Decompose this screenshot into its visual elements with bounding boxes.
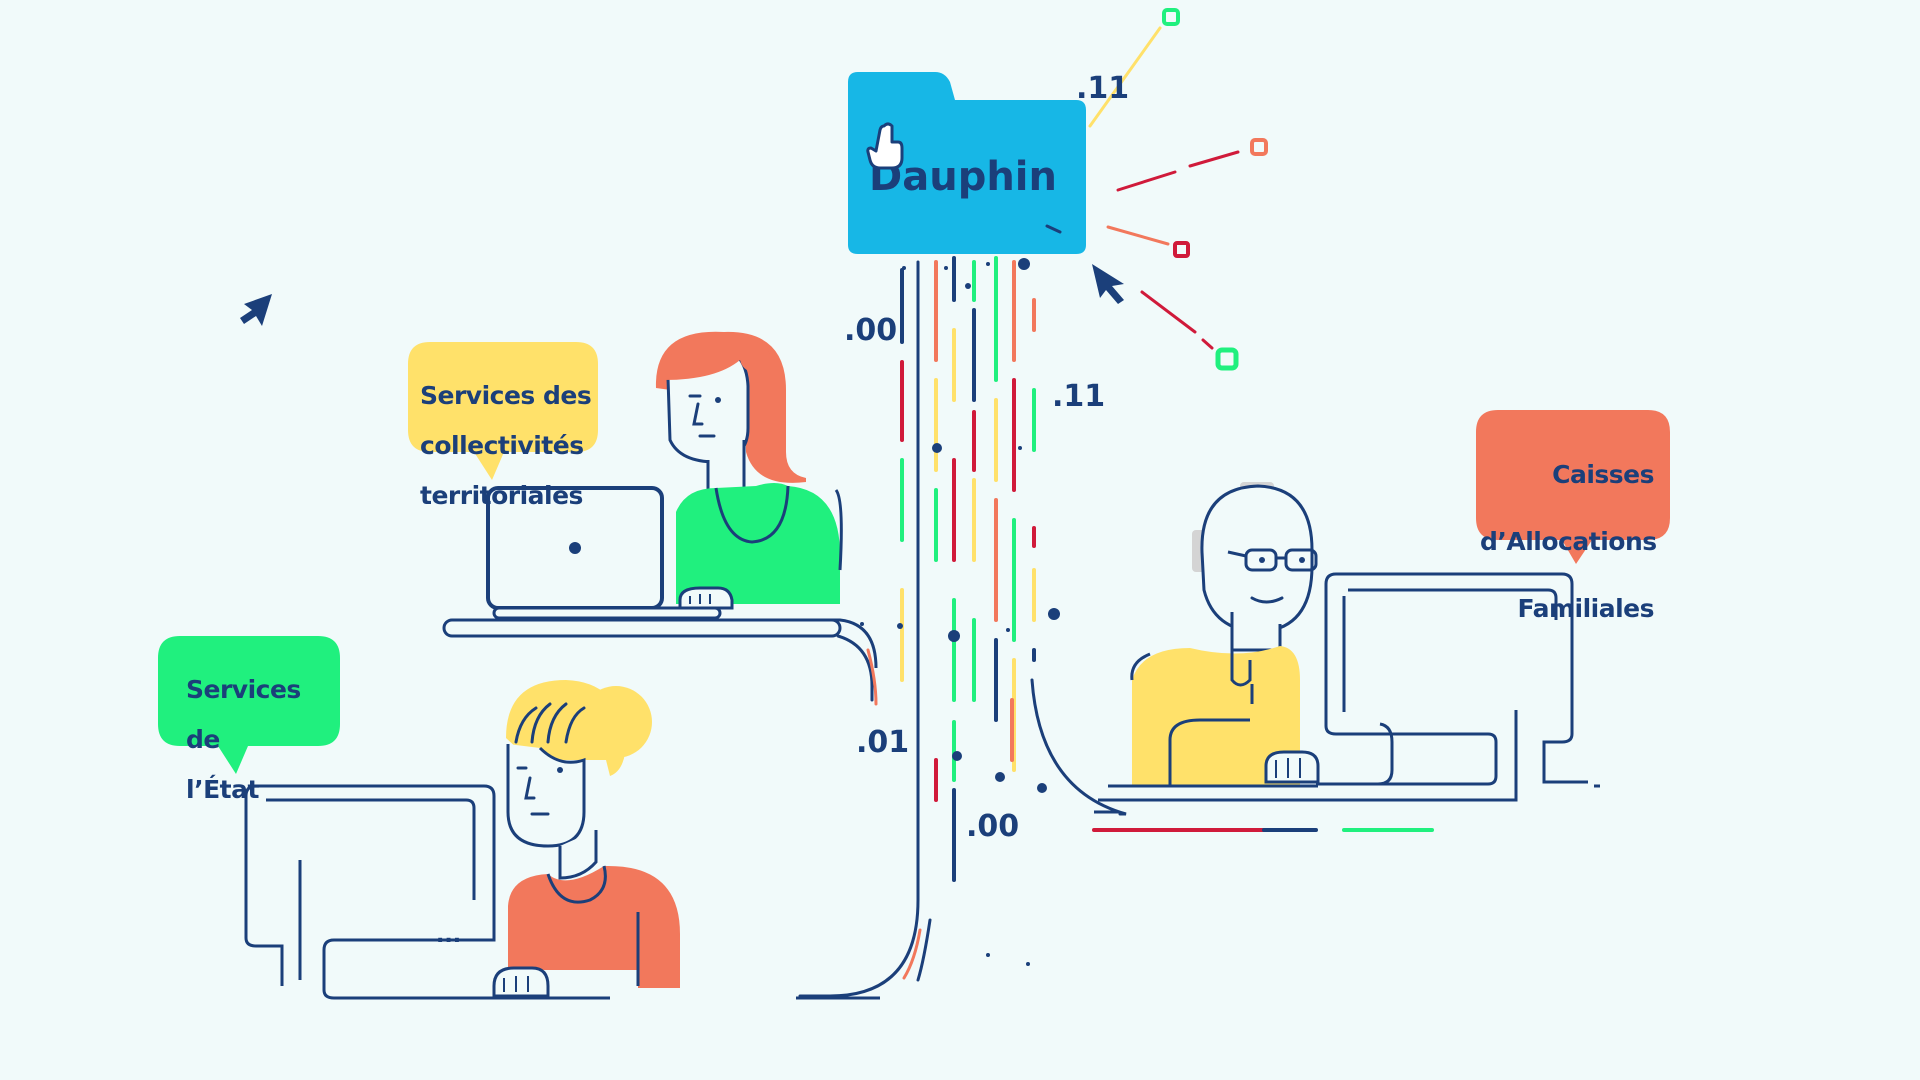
data-dots bbox=[860, 258, 1060, 966]
data-streams bbox=[900, 256, 1036, 882]
binary-code: .11 bbox=[1076, 71, 1129, 106]
desktop-monitor-right bbox=[1098, 572, 1600, 802]
bubble-etat bbox=[158, 636, 340, 774]
person-laptop-woman bbox=[655, 331, 843, 610]
cable-accent bbox=[866, 648, 878, 706]
hand-cursor-icon bbox=[866, 122, 904, 170]
cables bbox=[798, 260, 1127, 998]
screen-ellipsis: ... bbox=[436, 923, 461, 948]
bubble-caf bbox=[1476, 410, 1670, 564]
binary-code: .11 bbox=[1052, 379, 1105, 414]
bubble-line: collectivités bbox=[420, 431, 584, 460]
desk-top bbox=[452, 618, 878, 669]
bubble-text-etat: Services de l’État bbox=[186, 652, 336, 827]
bubble-line: l’État bbox=[186, 775, 259, 804]
bubble-line: Caisses bbox=[1552, 459, 1654, 489]
bubble-line: territoriales bbox=[420, 481, 583, 510]
bubble-line: Services des bbox=[420, 381, 592, 410]
bubble-line: Services bbox=[186, 675, 301, 704]
laptop bbox=[486, 486, 722, 620]
person-man-glasses bbox=[1130, 482, 1320, 786]
arrow-cursor-icon bbox=[240, 294, 272, 326]
binary-code: .01 bbox=[856, 725, 909, 760]
bubble-line: de bbox=[186, 725, 220, 754]
dauphin-folder: Dauphin bbox=[848, 72, 1086, 254]
cable-accent bbox=[902, 928, 922, 980]
network-rays bbox=[1088, 8, 1268, 371]
bubble-line: d’Allocations bbox=[1480, 526, 1657, 556]
binary-code: .00 bbox=[966, 809, 1019, 844]
bubble-collectivites bbox=[408, 342, 598, 480]
bubble-text-collectivites: Services des collectivités territoriales bbox=[420, 358, 610, 533]
desktop-monitor-left bbox=[244, 784, 880, 1000]
desk-top bbox=[442, 618, 842, 638]
binary-code: .00 bbox=[844, 313, 897, 348]
bubble-text-caf: Caisses d’Allocations Familiales bbox=[1480, 424, 1657, 659]
person-desktop-woman bbox=[492, 680, 680, 998]
bubble-line: Familiales bbox=[1517, 593, 1654, 623]
arrow-cursor-icon bbox=[1092, 264, 1124, 304]
